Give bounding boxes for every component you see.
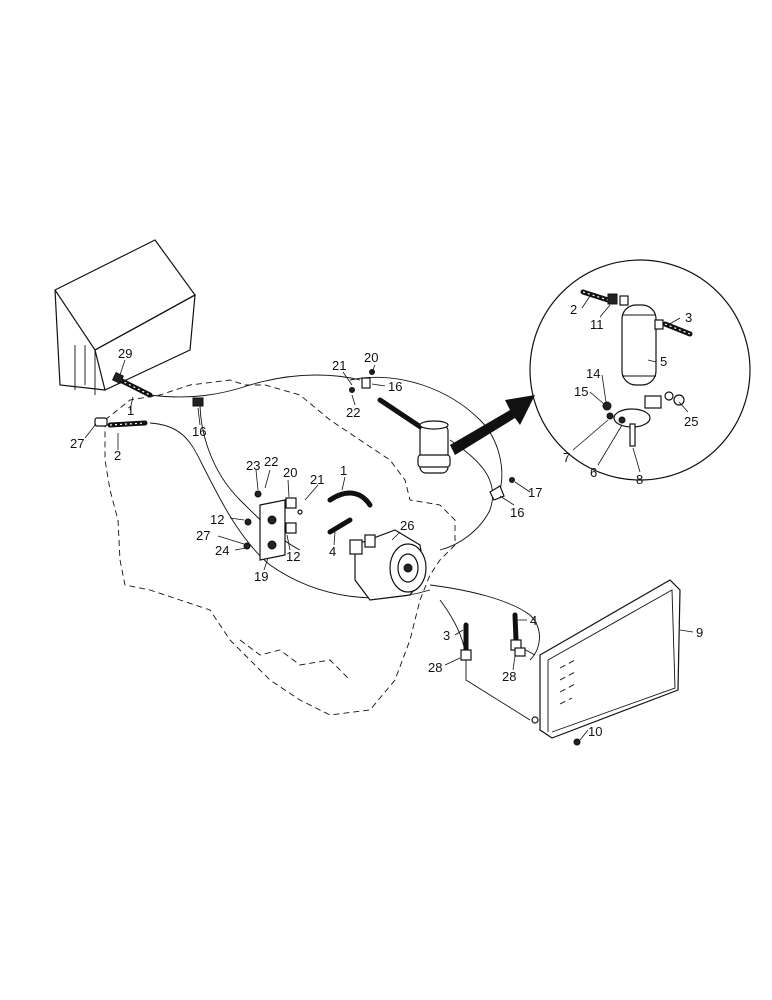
hose-1-upper [117, 377, 153, 398]
callout-20-top: 20 [364, 350, 378, 365]
callout-5: 5 [660, 354, 667, 369]
fitting-3-lower [460, 622, 472, 661]
fitting-28 [514, 647, 526, 657]
callout-25: 26 [400, 518, 414, 533]
condenser-9 [521, 579, 681, 746]
compressor-25 [349, 529, 427, 601]
callout-4-lower: 4 [530, 613, 537, 628]
callout-10: 10 [588, 724, 602, 739]
clamp-16-top [349, 369, 375, 393]
callout-16-top: 16 [388, 379, 402, 394]
callout-23: 24 [215, 543, 229, 558]
callout-3-detail: 3 [685, 310, 692, 325]
detail-circle [529, 259, 751, 481]
callout-3-lower: 3 [443, 628, 450, 643]
hose-1-lower [327, 490, 373, 508]
callout-15: 15 [574, 384, 588, 399]
callout-21-top: 21 [332, 358, 346, 373]
fitting-27-upper [94, 417, 108, 427]
engine-outline [104, 379, 456, 716]
hose-routing [149, 374, 540, 721]
callout-2-upper: 2 [114, 448, 121, 463]
hose-2-upper [107, 420, 148, 428]
fitting-4-center [327, 517, 353, 535]
callout-22-lower: 23 [246, 458, 260, 473]
callout-16-right: 16 [510, 505, 524, 520]
callout-18: 19 [254, 569, 268, 584]
callout-4-center: 4 [329, 544, 336, 559]
callout-7: 7 [563, 450, 570, 465]
receiver-drier-center [417, 420, 451, 474]
callout-9: 9 [696, 625, 703, 640]
callout-21-lower: 22 [264, 454, 278, 469]
leader-lines [84, 295, 694, 741]
clamp-16-left [192, 397, 204, 407]
callout-22-top: 22 [346, 405, 360, 420]
callout-28: 28 [502, 669, 516, 684]
clamp-16-right [489, 477, 515, 501]
callout-1-upper: 1 [127, 403, 134, 418]
callout-2-detail: 2 [570, 302, 577, 317]
callout-1-lower: 1 [340, 463, 347, 478]
callout-20-lower: 21 [310, 472, 324, 487]
callout-11: 11 [590, 317, 604, 332]
callout-26: 27 [196, 528, 210, 543]
callout-24: 25 [684, 414, 698, 429]
callout-16-left: 16 [192, 424, 206, 439]
callout-17: 17 [528, 485, 542, 500]
detail-arrow [450, 395, 535, 455]
callout-19: 20 [283, 465, 297, 480]
callout-29: 29 [118, 346, 132, 361]
callout-6: 6 [590, 465, 597, 480]
callout-labels: 29 1 27 2 16 21 20 16 22 17 16 1 21 20 2… [70, 302, 703, 739]
callout-12-left: 12 [210, 512, 224, 527]
callout-14: 14 [586, 366, 600, 381]
bracket-18 [243, 490, 303, 561]
fitting-29 [112, 372, 124, 384]
callout-27-upper: 27 [70, 436, 84, 451]
callout-27-lower: 28 [428, 660, 442, 675]
evaporator-housing [54, 239, 196, 395]
callout-12-right: 12 [286, 549, 300, 564]
callout-8: 8 [636, 472, 643, 487]
